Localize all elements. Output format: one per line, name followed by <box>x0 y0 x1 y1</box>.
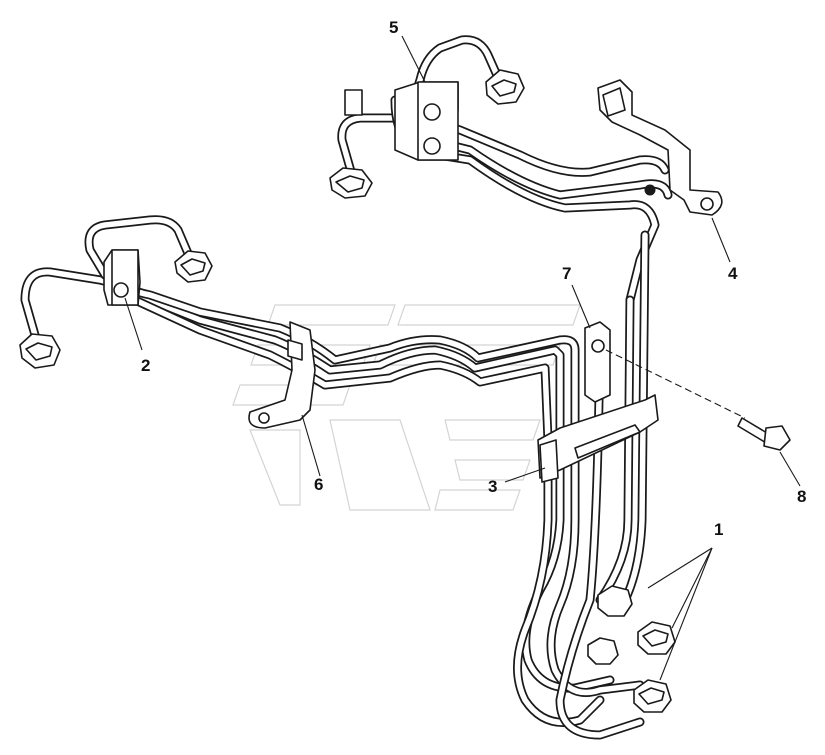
pump-nut-2 <box>637 621 676 655</box>
injector-nut-left-low <box>19 333 61 369</box>
vertical-pipe-bundle <box>513 230 676 740</box>
pump-nut-1 <box>597 585 633 617</box>
pipe-clamp-left <box>103 249 141 306</box>
pipe-clamp-center <box>537 394 659 483</box>
pump-nut-4 <box>633 679 672 713</box>
callout-8: 8 <box>797 487 806 506</box>
bolt <box>737 417 791 451</box>
upper-injection-pipes <box>329 35 673 305</box>
pump-nut-3 <box>587 637 619 665</box>
bolt-alignment-line <box>605 349 746 419</box>
callout-3: 3 <box>488 477 497 496</box>
spacer-plate <box>584 321 611 403</box>
injector-nut-left-high <box>174 250 213 283</box>
left-injection-pipes <box>19 215 580 445</box>
callout-5: 5 <box>389 18 398 37</box>
injector-nut-upper-right <box>485 69 525 105</box>
mounting-bracket-left <box>248 321 316 429</box>
callout-7: 7 <box>562 264 571 283</box>
callout-1: 1 <box>714 520 723 539</box>
injector-nut-upper-left <box>329 167 373 199</box>
callout-2: 2 <box>141 356 150 375</box>
pipe-clamp-upper <box>344 81 459 161</box>
callout-4: 4 <box>728 264 738 283</box>
leader-lines <box>124 35 801 681</box>
watermark-logo <box>232 304 581 511</box>
mounting-bracket-right <box>597 79 723 216</box>
callout-6: 6 <box>314 475 323 494</box>
